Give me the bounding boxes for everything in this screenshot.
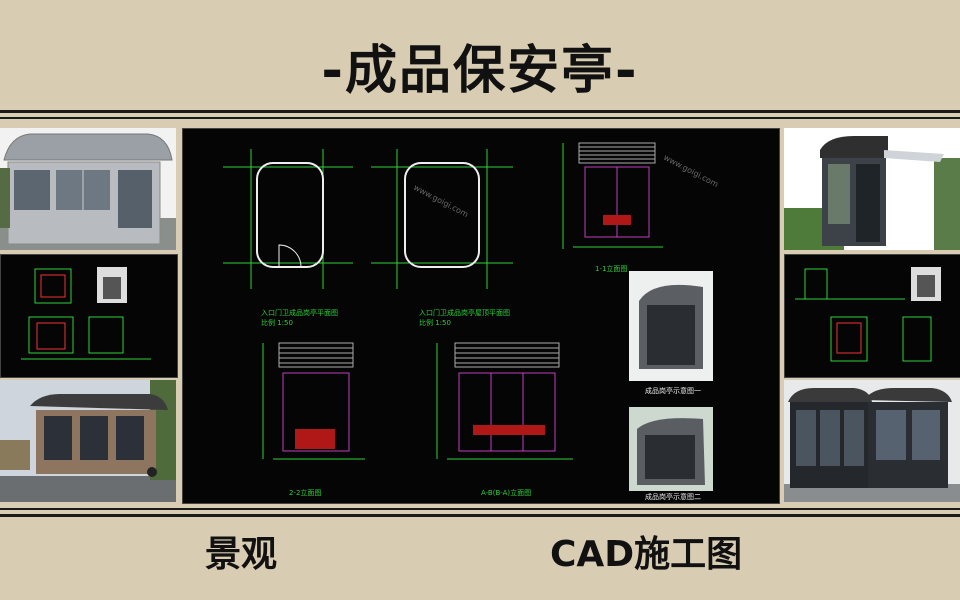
cad-label-elev1: 1-1立面图 <box>595 264 627 273</box>
cad-thumbnail-left <box>0 254 178 378</box>
caption-landscape: 景观 <box>205 534 278 575</box>
cad-thumbnail-right <box>784 254 960 378</box>
cad-label-ref1: 成品岗亭示意图一 <box>645 386 701 395</box>
top-divider-thick <box>0 110 960 113</box>
cad-label-plan1: 入口门卫成品岗亭平面图 <box>261 308 338 317</box>
cad-label-elev3: A-B(B-A)立面图 <box>481 488 531 497</box>
photo-kiosk-pair <box>784 380 960 502</box>
cad-label-elev2: 2-2立面图 <box>289 488 321 497</box>
page-title: -成品保安亭- <box>321 41 639 101</box>
cad-drawing-main: 入口门卫成品岗亭平面图 比例 1:50 入口门卫成品岗亭屋顶平面图 比例 1:5… <box>182 128 780 504</box>
cad-scale-plan2: 比例 1:50 <box>419 318 451 327</box>
photo-kiosk-silver <box>0 128 176 250</box>
cad-label-plan2: 入口门卫成品岗亭屋顶平面图 <box>419 308 510 317</box>
cad-scale-plan1: 比例 1:50 <box>261 318 293 327</box>
bottom-divider-thin <box>0 508 960 510</box>
cad-label-ref2: 成品岗亭示意图二 <box>645 492 701 501</box>
caption-cad-drawings: CAD施工图 <box>550 534 743 575</box>
top-divider-thin <box>0 117 960 119</box>
photo-kiosk-canopy <box>0 380 176 502</box>
bottom-divider-thick <box>0 514 960 517</box>
photo-kiosk-dark-canopy <box>784 128 960 250</box>
